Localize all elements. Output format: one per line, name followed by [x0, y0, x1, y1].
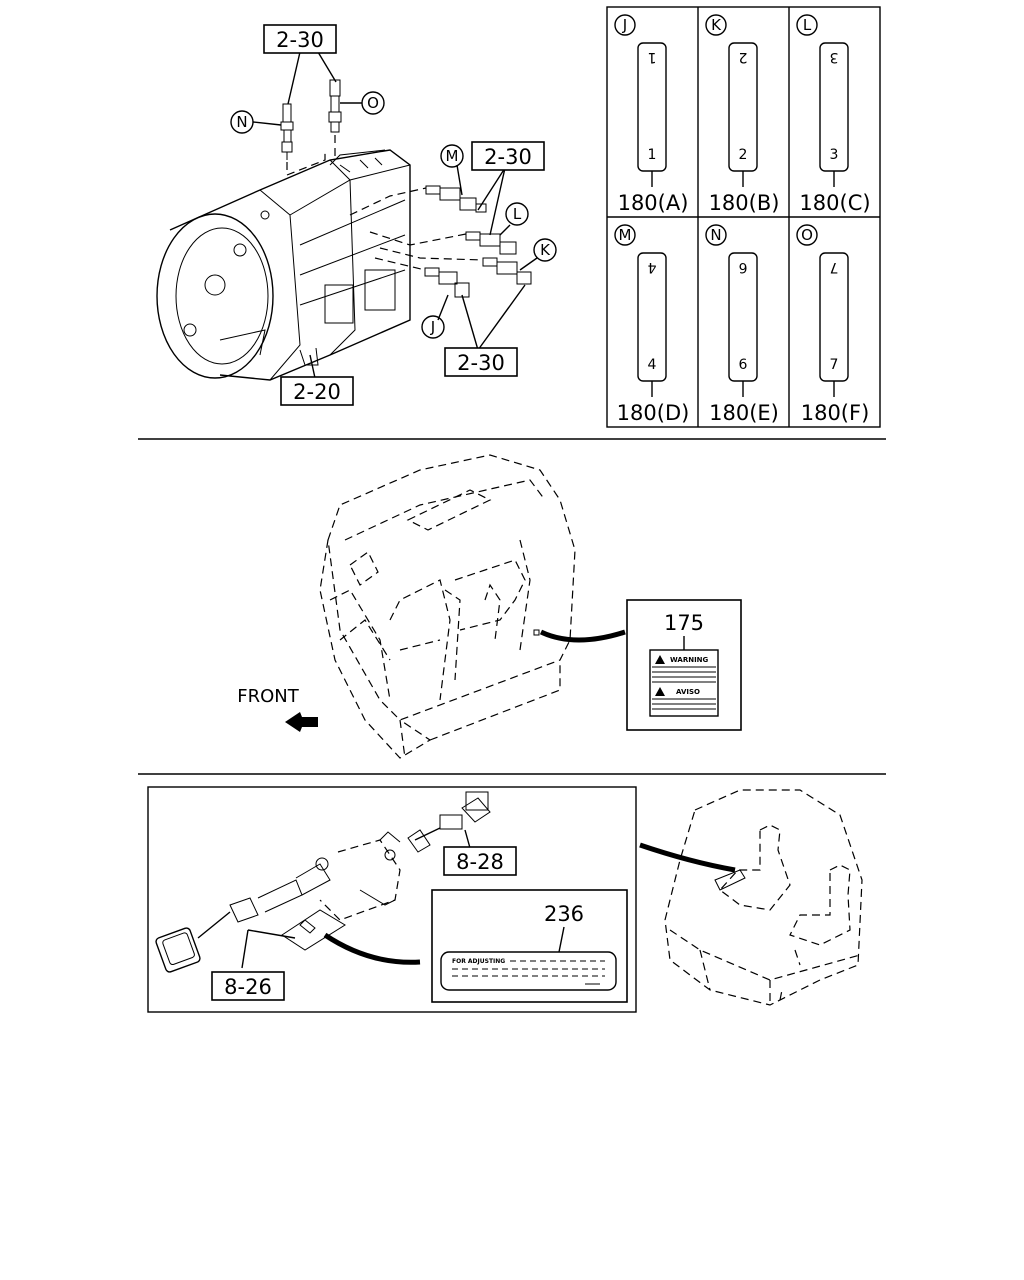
label-cell-n: N 6 6 180(E) [705, 224, 779, 425]
switch-frame [147, 786, 637, 1013]
svg-text:2-30: 2-30 [457, 351, 505, 375]
cell-letter-circle [796, 14, 818, 36]
circle-m: M [440, 144, 464, 168]
part-number: 180(A) [618, 191, 689, 215]
tag-number-top: 2 [739, 49, 748, 65]
switch-drawing [155, 791, 491, 973]
tag-number-top: 3 [830, 49, 839, 65]
tag-number-top: 6 [738, 259, 747, 275]
label-cell-o: O 7 7 180(F) [796, 224, 870, 425]
part-number: 180(C) [799, 191, 870, 215]
svg-text:AVISO: AVISO [676, 688, 700, 696]
callout-case-ref: 2-20 [280, 376, 354, 406]
tag-number-bottom: 7 [830, 357, 839, 373]
circle-k: K [533, 238, 557, 262]
cell-letter-circle [796, 224, 818, 246]
cell-letter: K [711, 16, 722, 34]
transmission-drawing [156, 149, 411, 381]
svg-text:2-30: 2-30 [276, 28, 324, 52]
cell-letter: J [622, 16, 627, 34]
svg-text:8-26: 8-26 [224, 975, 272, 999]
label-cell-j: J 1 1 180(A) [614, 14, 689, 215]
front-indicator: FRONT [237, 686, 318, 732]
cell-letter: O [801, 226, 813, 244]
svg-text:FRONT: FRONT [237, 686, 299, 707]
switch-j-drawing [424, 267, 470, 298]
part-number: 180(D) [617, 401, 690, 425]
tag-number-top: 4 [647, 259, 656, 275]
callout-8-28: 8-28 [443, 846, 517, 876]
part-number: 180(F) [801, 401, 870, 425]
cab-interior-drawing [664, 789, 863, 1006]
tag-number-top: 7 [830, 259, 839, 275]
tag-number-top: 1 [648, 49, 657, 65]
callout-mid-ref: 2-30 [471, 141, 545, 171]
circle-l: L [505, 202, 529, 226]
switch-o-drawing [328, 79, 342, 133]
svg-text:N: N [236, 113, 247, 131]
tag-number-bottom: 3 [830, 147, 839, 163]
callout-bottom-ref: 2-30 [444, 347, 518, 377]
cell-letter-circle [705, 224, 727, 246]
tag-number-bottom: 2 [739, 147, 748, 163]
cell-letter: N [710, 226, 721, 244]
tag-number-bottom: 4 [648, 357, 657, 373]
circle-j: J [421, 315, 445, 339]
callout-top-left-ref: 2-30 [263, 24, 337, 54]
svg-text:236: 236 [544, 902, 584, 926]
circle-n: N [230, 110, 254, 134]
svg-text:K: K [540, 241, 551, 259]
switch-m-drawing [425, 185, 487, 213]
label-cell-k: K 2 2 180(B) [705, 14, 780, 215]
label-cell-l: L 3 3 180(C) [796, 14, 871, 215]
switch-n-drawing [280, 103, 294, 160]
svg-text:M: M [446, 147, 459, 165]
svg-text:O: O [367, 94, 379, 112]
svg-text:WARNING: WARNING [670, 656, 709, 664]
part-number: 180(B) [709, 191, 780, 215]
cell-letter-circle [614, 14, 636, 36]
svg-text:L: L [513, 205, 522, 223]
front-arrow-icon [285, 712, 318, 732]
switch-l-drawing [465, 231, 517, 255]
svg-text:J: J [430, 318, 435, 336]
adjust-label-leader [323, 932, 421, 965]
tag-number-bottom: 1 [648, 147, 657, 163]
cell-letter-circle [705, 14, 727, 36]
cab-leader [639, 842, 736, 873]
switch-section: 8-28 8-26 236 FOR ADJUSTING [147, 786, 863, 1013]
switch-k-drawing [482, 257, 532, 285]
label-grid [606, 6, 881, 428]
cell-letter: M [619, 226, 632, 244]
tag-number-bottom: 6 [739, 357, 748, 373]
svg-text:2-30: 2-30 [484, 145, 532, 169]
part-number: 180(E) [709, 401, 779, 425]
svg-text:2-20: 2-20 [293, 380, 341, 404]
circle-o: O [361, 91, 385, 115]
svg-text:FOR ADJUSTING: FOR ADJUSTING [452, 958, 505, 965]
cab-drawing [319, 454, 576, 759]
callout-8-26: 8-26 [211, 971, 285, 1001]
adjust-label-box: 236 FOR ADJUSTING [431, 889, 628, 1003]
transmission-section: 2-30 2-30 2-30 2-20 N O M L [156, 24, 557, 406]
warning-leader [539, 629, 626, 643]
cell-letter: L [803, 16, 812, 34]
warning-label-box: 175 WARNING AVISO [626, 599, 742, 731]
cell-letter-circle [614, 224, 636, 246]
svg-text:8-28: 8-28 [456, 850, 504, 874]
cab-section: 175 WARNING AVISO FRONT [237, 454, 742, 759]
svg-text:175: 175 [664, 611, 704, 635]
